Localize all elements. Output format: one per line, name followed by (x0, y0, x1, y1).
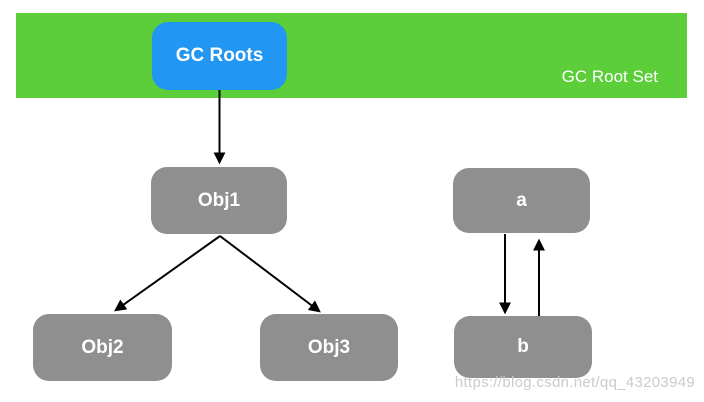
node-a: a (453, 168, 590, 233)
edge-obj1-to-obj2 (114, 235, 221, 312)
node-obj3-label: Obj3 (307, 336, 351, 358)
node-gc-roots: GC Roots (152, 22, 287, 90)
watermark: https://blog.csdn.net/qq_43203949 (454, 374, 695, 391)
node-obj3: Obj3 (260, 314, 398, 381)
edge-obj1-to-obj3 (219, 235, 321, 313)
gc-root-set-band: GC Root Set (16, 13, 687, 98)
node-gc-roots-label: GC Roots (175, 45, 264, 66)
node-obj2-label: Obj2 (81, 336, 124, 358)
node-obj1: Obj1 (151, 167, 287, 234)
node-b-label: b (517, 336, 529, 357)
node-a-label: a (516, 189, 527, 211)
node-b: b (454, 316, 592, 378)
node-obj2: Obj2 (33, 314, 172, 381)
gc-root-set-label: GC Root Set (561, 67, 658, 86)
node-obj1-label: Obj1 (197, 189, 241, 211)
